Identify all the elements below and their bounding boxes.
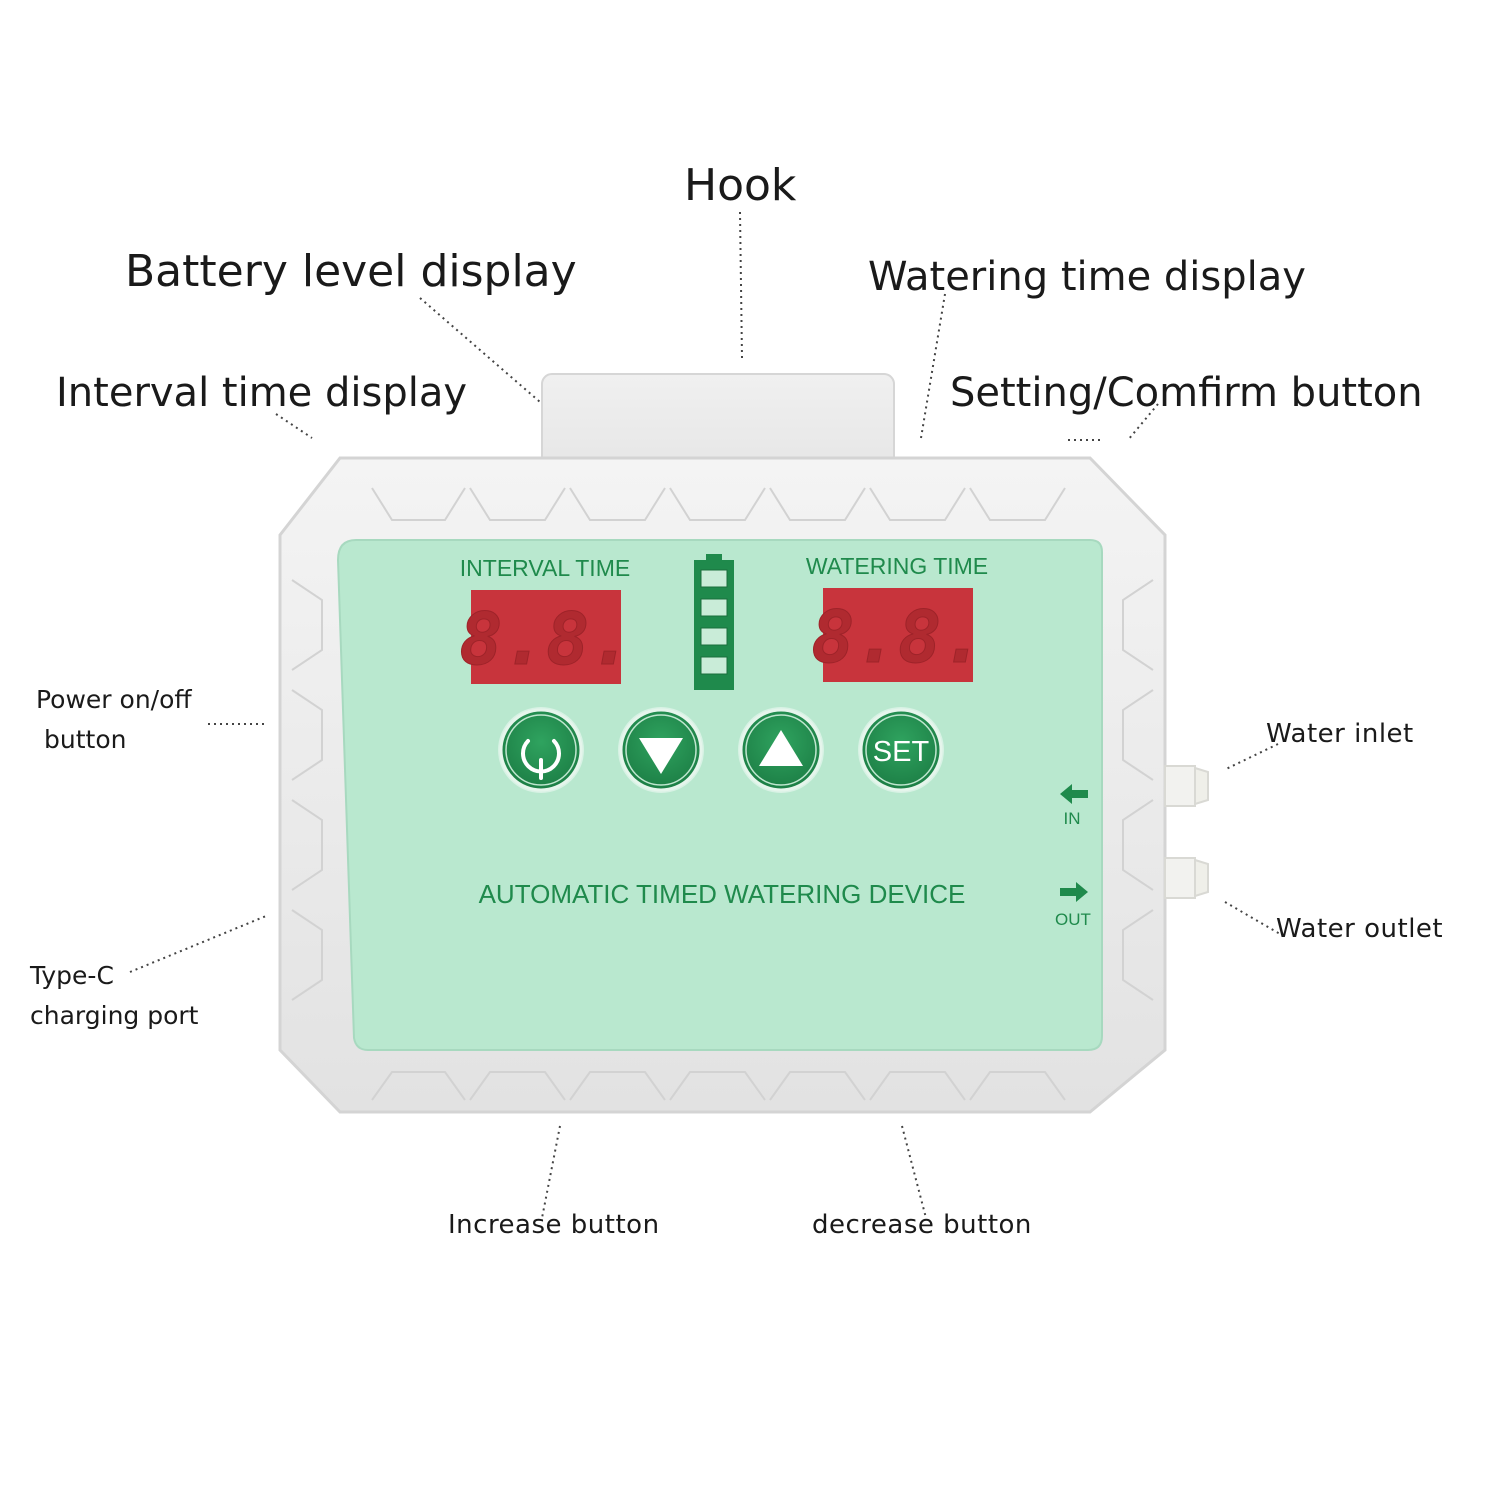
product-name: AUTOMATIC TIMED WATERING DEVICE — [479, 879, 966, 909]
housing-rim-sides — [291, 579, 1154, 1001]
in-label: IN — [1064, 809, 1081, 828]
battery-bar — [700, 569, 728, 588]
power-button-label-line1: Power on/off — [36, 685, 192, 714]
water-outlet-nozzle — [1164, 857, 1209, 899]
in-arrow-icon — [1060, 784, 1088, 804]
interval-time-label: INTERVAL TIME — [460, 555, 630, 581]
battery-level-display-label: Battery level display — [125, 246, 577, 297]
housing-rim-top — [371, 487, 1066, 521]
water-outlet-label: Water outlet — [1276, 914, 1444, 944]
hook-label: Hook — [684, 160, 797, 211]
out-arrow-icon — [1060, 882, 1088, 902]
setting-confirm-button-label: Setting/Comfirm button — [950, 370, 1423, 416]
increase-button[interactable] — [738, 707, 824, 793]
decrease-button[interactable] — [618, 707, 704, 793]
water-inlet-nozzle — [1164, 765, 1209, 807]
leader-lines — [129, 211, 1281, 1219]
battery-bar — [700, 627, 728, 646]
interval-time-display — [471, 590, 621, 684]
watering-time-digits: 8.8. — [811, 595, 984, 679]
set-button-label: SET — [873, 736, 930, 768]
watering-time-display — [823, 588, 973, 682]
housing-rim-bottom — [371, 1071, 1066, 1101]
type-c-port-label-line2: charging port — [30, 1001, 199, 1030]
up-triangle-icon — [759, 730, 803, 766]
power-button-label: Power on/off button — [36, 680, 192, 760]
type-c-port-label: Type-C charging port — [30, 956, 198, 1036]
set-button[interactable]: SET — [858, 707, 944, 793]
interval-time-display-label: Interval time display — [56, 370, 468, 416]
watering-time-label: WATERING TIME — [806, 553, 988, 579]
battery-bar — [700, 656, 728, 675]
battery-level-display — [694, 554, 734, 690]
out-label: OUT — [1055, 910, 1091, 929]
power-button[interactable] — [498, 707, 584, 793]
power-button-label-line2: button — [44, 725, 127, 754]
interval-time-digits: 8.8. — [459, 597, 632, 681]
water-inlet-label: Water inlet — [1266, 719, 1414, 749]
watering-time-display-label: Watering time display — [868, 254, 1306, 300]
down-triangle-icon — [639, 738, 683, 774]
increase-button-label: Increase button — [448, 1210, 660, 1240]
type-c-port-label-line1: Type-C — [30, 961, 114, 990]
decrease-button-label: decrease button — [812, 1210, 1032, 1240]
battery-bar — [700, 598, 728, 617]
